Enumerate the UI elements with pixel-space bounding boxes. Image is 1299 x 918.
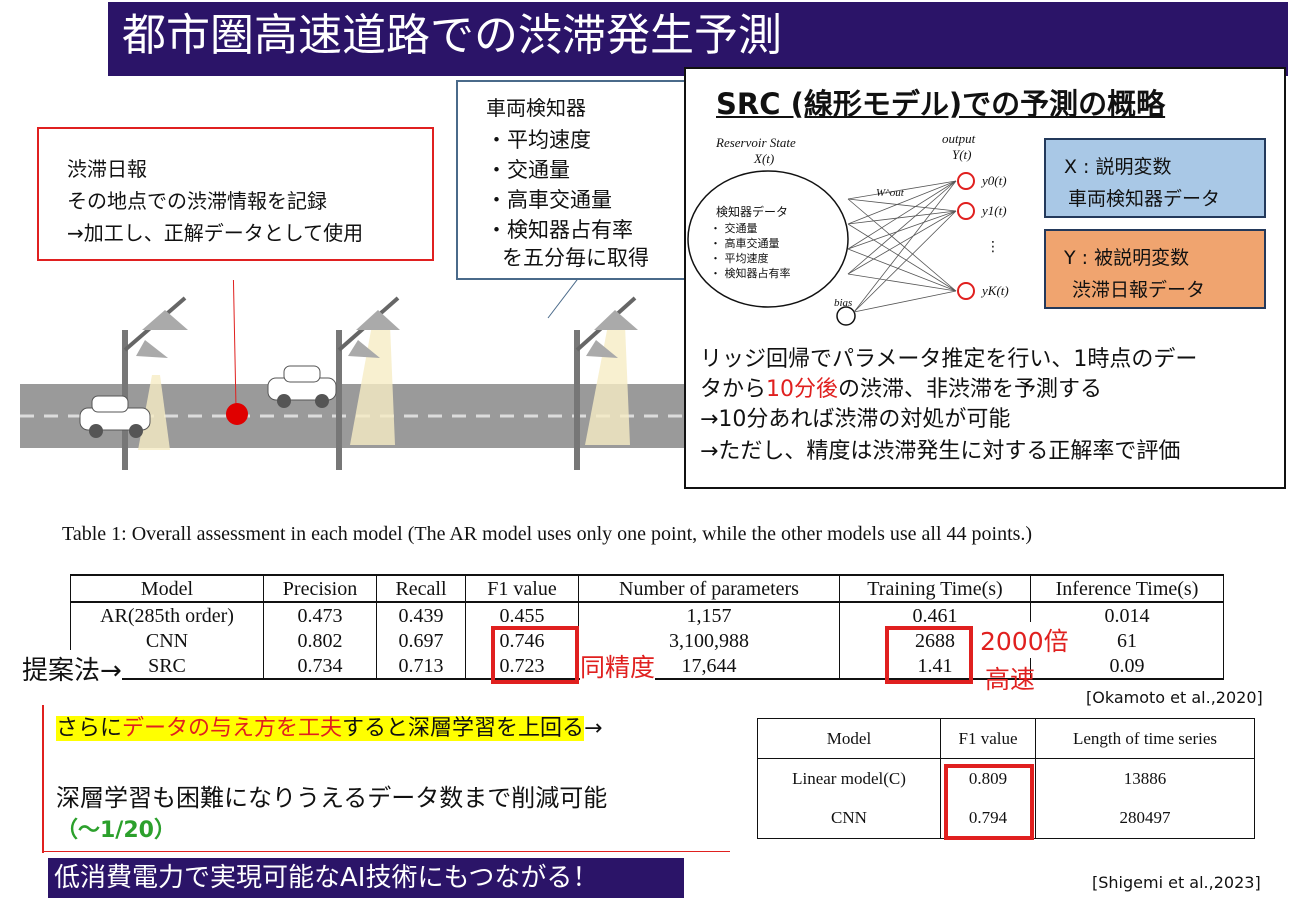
traffic-report-box: 渋滞日報 その地点での渋滞情報を記録 →加工し、正解データとして使用	[37, 127, 434, 261]
congestion-point-marker	[226, 403, 248, 425]
f1-highlight-box	[491, 626, 579, 684]
x-box-line2: 車両検知器データ	[1068, 188, 1221, 210]
t2-header-f1: F1 value	[940, 718, 1036, 759]
t2-header-length: Length of time series	[1035, 718, 1255, 759]
road-illustration	[20, 280, 690, 470]
assessment-table: Model Precision Recall F1 value Number o…	[70, 574, 1224, 680]
circle-item-4: ・ 検知器占有率	[710, 267, 791, 280]
table1-caption: Table 1: Overall assessment in each mode…	[62, 523, 1033, 545]
x-box-line1: X : 説明変数	[1064, 156, 1172, 178]
title-banner	[108, 2, 1288, 76]
reservoir-var: X(t)	[754, 151, 775, 166]
output-label: output	[942, 131, 976, 146]
detector-item-1: ・平均速度	[486, 128, 591, 152]
summary-line1: さらにデータの与え方を工夫すると深層学習を上回る→	[56, 716, 603, 741]
streetlight-2	[336, 296, 400, 470]
detector-item-2: ・交通量	[486, 158, 570, 182]
output-y1: y1(t)	[982, 203, 1007, 218]
t1-header-recall: Recall	[376, 574, 466, 603]
detector-heading: 車両検知器	[486, 96, 586, 120]
t2-f1-highlight-box	[944, 764, 1034, 840]
t1-header-training: Training Time(s)	[839, 574, 1031, 603]
t1-header-precision: Precision	[263, 574, 377, 603]
src-desc-line1: リッジ回帰でパラメータ推定を行い、1時点のデー	[700, 347, 1198, 372]
reference-okamoto: [Okamoto et al.,2020]	[1086, 688, 1263, 707]
circle-title: 検知器データ	[716, 205, 789, 219]
y-variable-box: Y : 被説明変数 渋滞日報データ	[1044, 229, 1266, 309]
t1-header-model: Model	[70, 574, 264, 603]
src-network-diagram: ⋮	[687, 170, 1000, 326]
y-box-line2: 渋滞日報データ	[1072, 279, 1206, 301]
traffic-report-line3: →加工し、正解データとして使用	[67, 221, 364, 245]
speedup-label-1: 2000倍	[980, 622, 1069, 658]
detector-item-4: ・検知器占有率	[486, 218, 633, 242]
circle-item-3: ・ 平均速度	[710, 252, 769, 265]
bottom-banner-text: 低消費電力で実現可能なAI技術にもつながる！	[54, 863, 599, 893]
t1-header-params: Number of parameters	[578, 574, 840, 603]
same-accuracy-label: 同精度	[580, 648, 656, 684]
circle-item-1: ・ 交通量	[710, 222, 758, 235]
t1-header-f1: F1 value	[465, 574, 579, 603]
training-highlight-box	[885, 626, 973, 684]
summary-ratio: （〜1/20）	[56, 818, 176, 843]
output-var: Y(t)	[952, 147, 972, 162]
y-box-line1: Y : 被説明変数	[1064, 247, 1190, 269]
detector-box: 車両検知器 ・平均速度 ・交通量 ・高車交通量 ・検知器占有率 を五分毎に取得	[456, 80, 690, 280]
traffic-report-heading: 渋滞日報	[67, 157, 147, 181]
page-title: 都市圏高速道路での渋滞発生予測	[122, 10, 782, 61]
svg-text:⋮: ⋮	[986, 239, 1000, 255]
output-yk: yK(t)	[982, 283, 1009, 298]
weight-label: W^out	[876, 187, 904, 199]
summary-line2: 深層学習も困難になりうえるデータ数まで削減可能	[56, 784, 608, 812]
ten-minutes-text: 10分後	[766, 377, 839, 402]
x-variable-box: X : 説明変数 車両検知器データ	[1044, 138, 1266, 218]
reference-shigemi: [Shigemi et al.,2023]	[1092, 873, 1261, 892]
streetlight-3	[574, 296, 638, 470]
src-overview-box: SRC (線形モデル)での予測の概略 ⋮ Reservoir State X(t…	[684, 67, 1286, 489]
src-title: SRC (線形モデル)での予測の概略	[716, 87, 1166, 121]
detector-item-3: ・高車交通量	[486, 188, 612, 212]
t2-header-model: Model	[757, 718, 941, 759]
car-1	[79, 395, 151, 438]
t1-header-inference: Inference Time(s)	[1030, 574, 1224, 603]
proposed-method-label: 提案法→	[22, 650, 122, 687]
bias-label: bias	[834, 297, 853, 309]
bottom-banner	[48, 858, 684, 898]
speedup-label-2: 高速	[985, 665, 1036, 694]
traffic-report-line2: その地点での渋滞情報を記録	[67, 189, 327, 213]
detector-note: を五分毎に取得	[502, 246, 649, 270]
src-desc-line4: →ただし、精度は渋滞発生に対する正解率で評価	[700, 439, 1181, 464]
reservoir-label: Reservoir State	[716, 135, 796, 150]
output-y0: y0(t)	[982, 173, 1007, 188]
car-2	[267, 365, 337, 408]
circle-item-2: ・ 高車交通量	[710, 237, 780, 250]
src-desc-line2: タから10分後の渋滞、非渋滞を予測する	[700, 377, 1103, 402]
src-desc-line3: →10分あれば渋滞の対処が可能	[700, 407, 1011, 432]
